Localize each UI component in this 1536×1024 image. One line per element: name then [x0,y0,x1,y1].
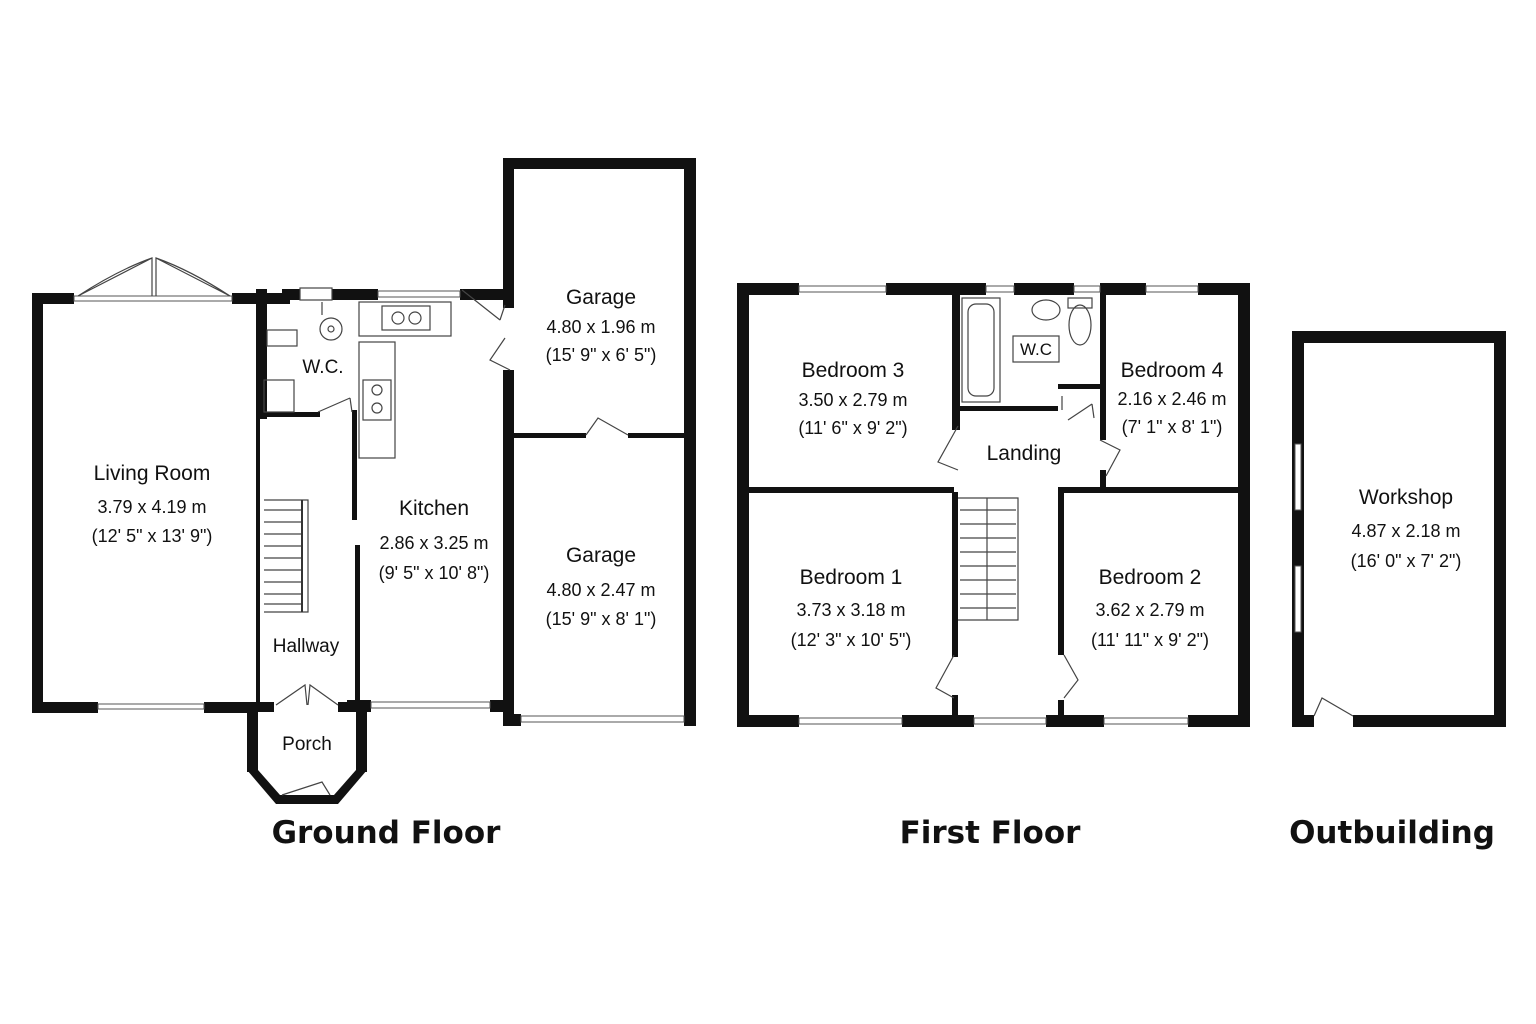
kitchen-name: Kitchen [399,497,469,520]
bedroom-4-metric: 2.16 x 2.46 m [1117,389,1226,409]
garage-front-metric: 4.80 x 2.47 m [546,580,655,600]
ground-floor-plan [32,158,696,804]
outbuilding-plan [1292,331,1506,727]
bedroom-1-label: Bedroom 1 3.73 x 3.18 m (12' 3" x 10' 5"… [791,566,912,650]
bedroom-2-metric: 3.62 x 2.79 m [1095,600,1204,620]
bedroom-3-imperial: (11' 6" x 9' 2") [798,418,907,438]
first-floor-title: First Floor [900,815,1082,851]
ground-floor-title: Ground Floor [272,815,502,851]
garage-rear-label: Garage 4.80 x 1.96 m (15' 9" x 6' 5") [546,286,657,365]
bedroom-3-label: Bedroom 3 3.50 x 2.79 m (11' 6" x 9' 2") [798,359,907,438]
workshop-metric: 4.87 x 2.18 m [1351,521,1460,541]
workshop-imperial: (16' 0" x 7' 2") [1351,551,1462,571]
porch-name: Porch [282,734,332,755]
garage-front-name: Garage [566,544,636,567]
bedroom-2-label: Bedroom 2 3.62 x 2.79 m (11' 11" x 9' 2"… [1091,566,1209,650]
bedroom-4-name: Bedroom 4 [1121,359,1224,382]
workshop-name: Workshop [1359,486,1453,509]
wc-ground-name: W.C. [302,357,343,378]
wc-first-name: W.C [1020,340,1052,359]
bedroom-2-name: Bedroom 2 [1099,566,1202,589]
first-floor-plan [737,283,1250,727]
living-room-metric: 3.79 x 4.19 m [97,497,206,517]
kitchen-imperial: (9' 5" x 10' 8") [379,563,490,583]
outbuilding-title: Outbuilding [1289,815,1495,851]
garage-rear-metric: 4.80 x 1.96 m [546,317,655,337]
garage-front-label: Garage 4.80 x 2.47 m (15' 9" x 8' 1") [546,544,657,629]
living-room-name: Living Room [94,462,211,485]
bedroom-4-label: Bedroom 4 2.16 x 2.46 m (7' 1" x 8' 1") [1117,359,1226,437]
bedroom-4-imperial: (7' 1" x 8' 1") [1122,417,1223,437]
workshop-label: Workshop 4.87 x 2.18 m (16' 0" x 7' 2") [1351,486,1462,571]
kitchen-metric: 2.86 x 3.25 m [379,533,488,553]
bedroom-2-imperial: (11' 11" x 9' 2") [1091,630,1209,650]
living-room-label: Living Room 3.79 x 4.19 m (12' 5" x 13' … [92,462,213,546]
bedroom-3-metric: 3.50 x 2.79 m [798,390,907,410]
garage-rear-imperial: (15' 9" x 6' 5") [546,345,657,365]
landing-name: Landing [987,442,1062,465]
kitchen-label: Kitchen 2.86 x 3.25 m (9' 5" x 10' 8") [379,497,490,583]
living-room-imperial: (12' 5" x 13' 9") [92,526,213,546]
bedroom-3-name: Bedroom 3 [802,359,905,382]
garage-rear-name: Garage [566,286,636,309]
bedroom-1-imperial: (12' 3" x 10' 5") [791,630,912,650]
bedroom-1-metric: 3.73 x 3.18 m [796,600,905,620]
garage-front-imperial: (15' 9" x 8' 1") [546,609,657,629]
bedroom-1-name: Bedroom 1 [800,566,903,589]
hallway-name: Hallway [273,636,340,657]
